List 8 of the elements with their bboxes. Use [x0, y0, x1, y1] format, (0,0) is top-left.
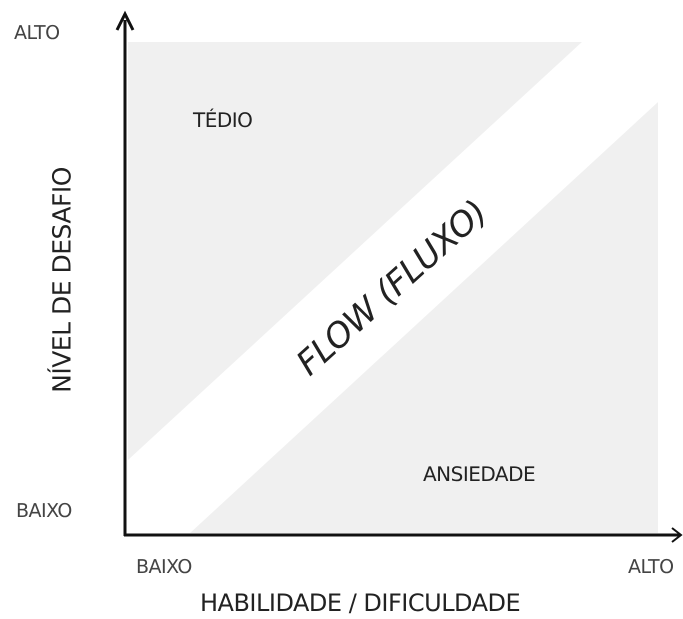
axis-tick-label: ALTO	[628, 556, 674, 578]
zone-label: TÉDIO	[193, 108, 252, 132]
axis-title: NÍVEL DE DESAFIO	[48, 167, 76, 393]
axis-tick-label: ALTO	[14, 22, 60, 44]
axis-tick-label: BAIXO	[136, 556, 192, 578]
axis-title: HABILIDADE / DIFICULDADE	[200, 589, 520, 617]
axis-tick-label: BAIXO	[16, 500, 72, 522]
zone-label: ANSIEDADE	[423, 462, 536, 486]
